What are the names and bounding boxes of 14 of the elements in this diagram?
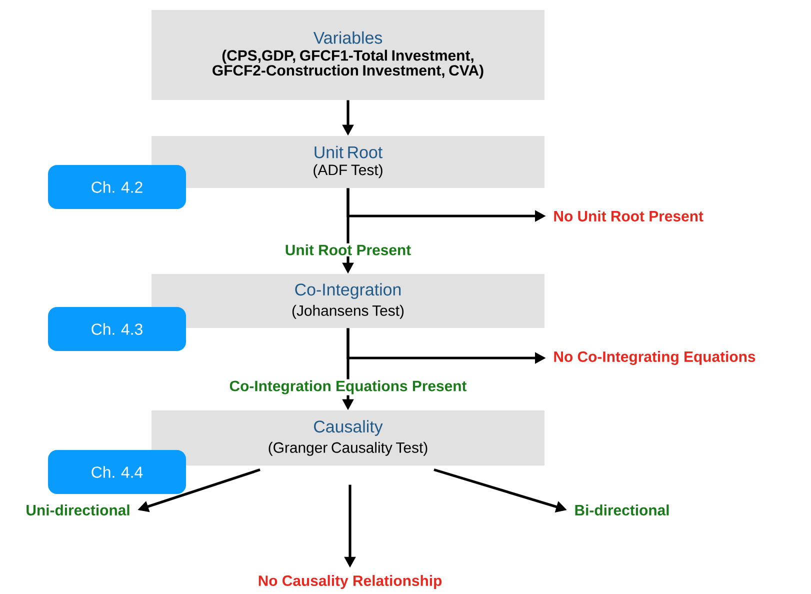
chapter-badge: Ch. 4.2 [48,165,186,209]
edge-label: Co-Integration Equations Present [228,379,468,396]
edge-label: Unit Root Present [284,243,412,256]
process-box: Co-Integration (Johansens Test) [152,274,544,328]
process-box: Unit Root (ADF Test) [152,136,544,188]
chapter-badge: Ch. 4.4 [48,450,186,494]
result-label: Uni-directional [26,504,130,516]
process-box: Causality (Granger Causality Test) [152,410,544,466]
chapter-badge: Ch. 4.3 [48,307,186,351]
outcome-label: No Causality Relationship [258,575,442,589]
outcome-label: No Unit Root Present [554,210,704,222]
outcome-label: No Co-Integrating Equations [554,351,756,365]
process-box: Variables (CPS,GDP, GFCF1-Total Investment, GFCF2-Construction Investment, CVA) [152,10,544,100]
result-label: Bi-directional [575,504,669,516]
